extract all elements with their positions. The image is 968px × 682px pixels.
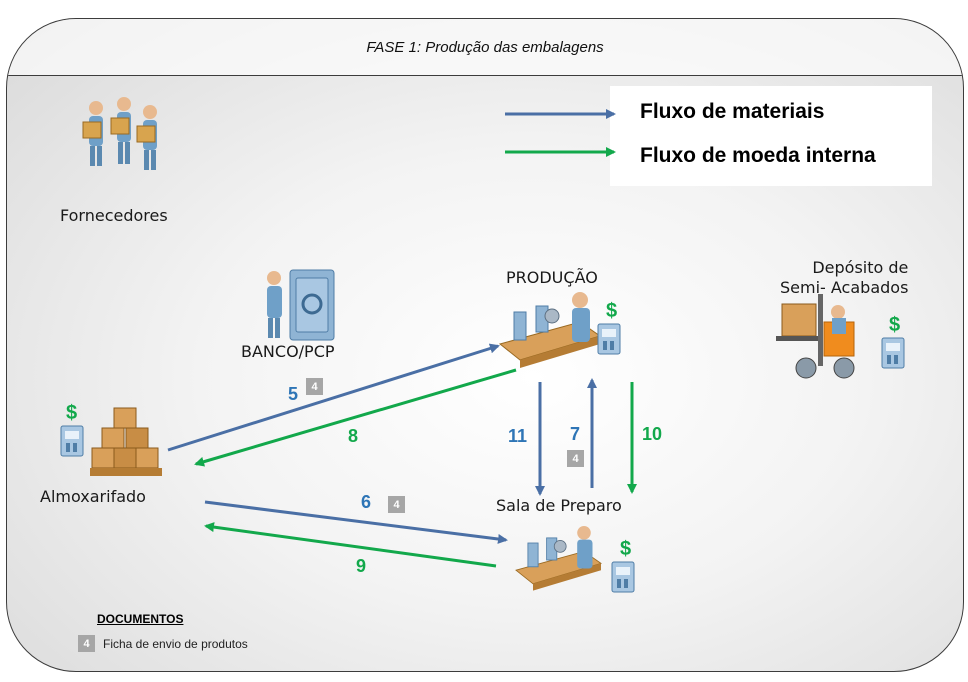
flow-8-arrow: [194, 368, 517, 467]
suppliers-label: Fornecedores: [60, 206, 168, 225]
atm-terminal-icon: [611, 561, 635, 593]
document-badge: 4: [567, 450, 584, 467]
documents-item-label: Ficha de envio de produtos: [103, 637, 248, 651]
flow-7-label: 7: [570, 424, 581, 444]
flow-5-arrow: [167, 343, 500, 452]
flow-6-arrow: [204, 500, 508, 544]
flow-9-arrow: [204, 522, 497, 568]
atm-terminal-icon: [597, 323, 621, 355]
atm-terminal-icon: [881, 337, 905, 369]
production-label: PRODUÇÃO: [506, 268, 598, 287]
warehouse-label: Almoxarifado: [40, 487, 146, 506]
dollar-sign-prep: $: [620, 538, 632, 560]
document-badge: 4: [388, 496, 405, 513]
forklift-icon: [776, 294, 855, 379]
dollar-sign-depot: $: [889, 314, 901, 336]
diagram-title: FASE 1: Produção das embalagens: [7, 19, 963, 76]
atm-terminal-icon: [60, 425, 84, 457]
flow-8-label: 8: [348, 426, 359, 446]
legend-box: [610, 86, 932, 186]
legend-materials-label: Fluxo de materiais: [640, 100, 825, 123]
assembly-line-icon: [498, 292, 602, 368]
document-badge: 4: [306, 378, 323, 395]
dollar-sign-warehouse: $: [66, 402, 78, 424]
flow-6-label: 6: [361, 492, 372, 512]
flow-9-label: 9: [356, 556, 367, 576]
documents-heading: DOCUMENTOS: [97, 612, 184, 626]
vault-person-icon: [267, 269, 335, 341]
depot-label: Depósito de Semi- Acabados: [780, 258, 909, 297]
bank-label: BANCO/PCP: [241, 342, 335, 361]
flow-11-label: 11: [508, 426, 528, 446]
dollar-sign-production: $: [606, 300, 618, 322]
assembly-line-icon: [515, 526, 602, 591]
legend-currency-label: Fluxo de moeda interna: [640, 144, 876, 167]
documents-item-badge: 4: [78, 635, 95, 652]
prep-room-label: Sala de Preparo: [496, 496, 622, 515]
people-with-boxes-icon: [82, 97, 157, 170]
flow-5-label: 5: [288, 384, 299, 404]
flow-10-label: 10: [642, 424, 663, 444]
box-pile-icon: [90, 407, 162, 476]
